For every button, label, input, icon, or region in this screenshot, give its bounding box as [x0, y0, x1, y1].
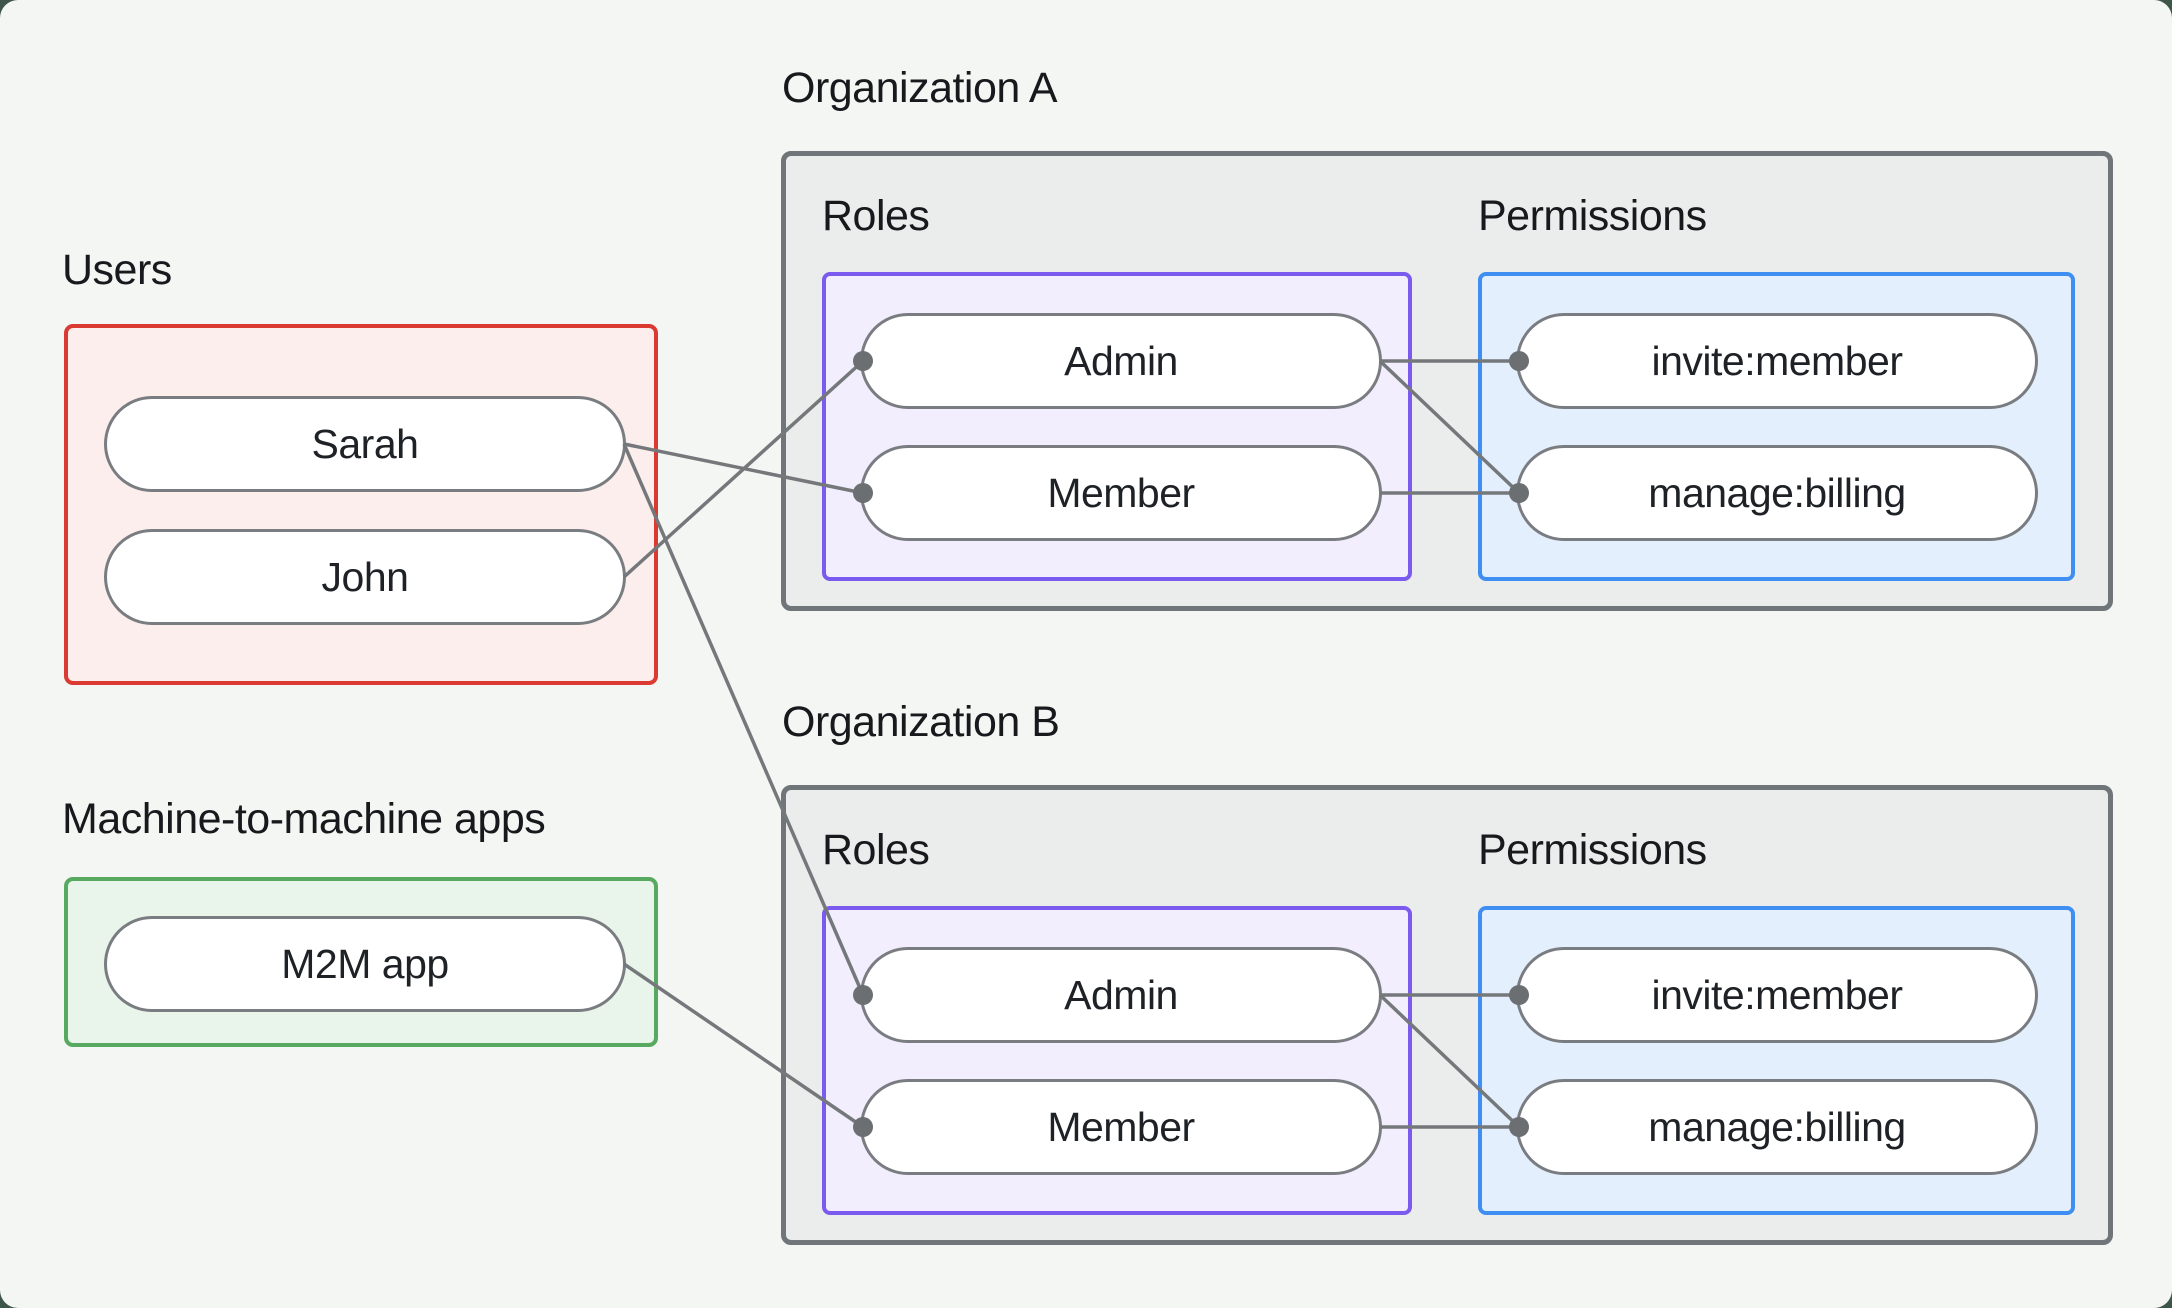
user-node-john: John — [104, 529, 626, 625]
org-b-perm-billing-node: manage:billing — [1516, 1079, 2038, 1175]
permission-node-label: manage:billing — [1648, 469, 1906, 516]
org-b-roles-label: Roles — [822, 826, 930, 874]
m2m-app-node-label: M2M app — [281, 940, 449, 987]
permission-node-label: invite:member — [1651, 971, 1903, 1018]
org-a-role-member-node: Member — [860, 445, 1382, 541]
org-a-permissions-box: invite:member manage:billing — [1478, 272, 2075, 581]
permission-node-label: manage:billing — [1648, 1103, 1906, 1150]
org-a-permissions-label: Permissions — [1478, 192, 1707, 240]
role-node-label: Member — [1047, 1103, 1195, 1150]
org-b-perm-invite-node: invite:member — [1516, 947, 2038, 1043]
permission-node-label: invite:member — [1651, 337, 1903, 384]
org-a-roles-box: Admin Member — [822, 272, 1412, 581]
m2m-group-box: M2M app — [64, 877, 658, 1047]
role-node-label: Member — [1047, 469, 1195, 516]
org-b-roles-box: Admin Member — [822, 906, 1412, 1215]
user-node-label: John — [321, 553, 409, 600]
users-group-label: Users — [62, 246, 172, 294]
m2m-group-label: Machine-to-machine apps — [62, 795, 546, 843]
org-b-role-member-node: Member — [860, 1079, 1382, 1175]
org-a-role-admin-node: Admin — [860, 313, 1382, 409]
users-group-box: Sarah John — [64, 324, 658, 685]
org-a-roles-label: Roles — [822, 192, 930, 240]
org-a-perm-invite-node: invite:member — [1516, 313, 2038, 409]
user-node-sarah: Sarah — [104, 396, 626, 492]
org-b-permissions-box: invite:member manage:billing — [1478, 906, 2075, 1215]
m2m-app-node: M2M app — [104, 916, 626, 1012]
org-a-perm-billing-node: manage:billing — [1516, 445, 2038, 541]
role-node-label: Admin — [1064, 971, 1178, 1018]
org-b-role-admin-node: Admin — [860, 947, 1382, 1043]
org-b-permissions-label: Permissions — [1478, 826, 1707, 874]
org-a-title: Organization A — [782, 64, 1058, 112]
org-b-title: Organization B — [782, 698, 1060, 746]
role-node-label: Admin — [1064, 337, 1178, 384]
user-node-label: Sarah — [311, 420, 419, 467]
